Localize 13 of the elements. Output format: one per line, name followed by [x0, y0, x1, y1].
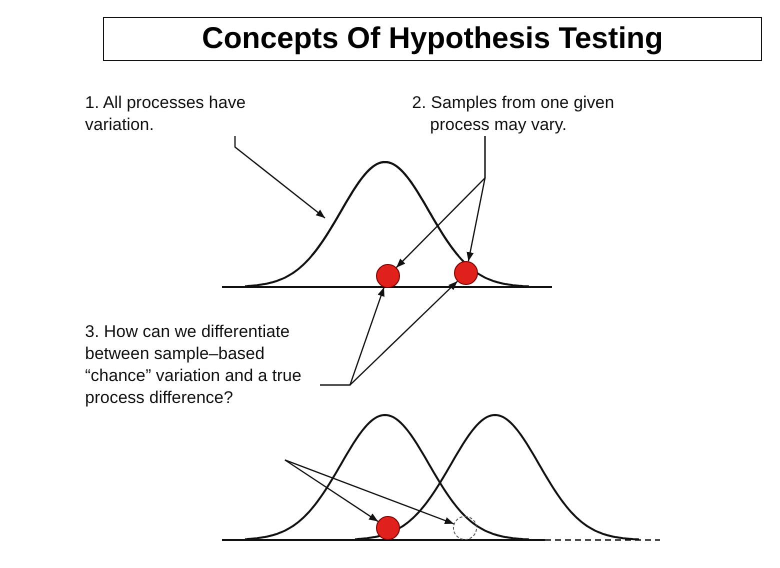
leader-line: [284, 459, 454, 524]
question-text: 3. How can we differentiate between sample–based “chance” variation and a true process difference?: [85, 321, 320, 409]
sample-dot: [454, 261, 478, 285]
leader-line: [284, 459, 378, 522]
sample-outline: [453, 516, 477, 540]
sample-dot: [376, 516, 400, 540]
sample-dot: [376, 264, 400, 288]
note-text: 1. All processes have variation.: [85, 92, 315, 136]
note-text: 2. Samples from one given process may vary.: [412, 92, 645, 136]
leader-line: [234, 136, 326, 219]
leader-line: [320, 280, 458, 386]
title-banner: Concepts Of Hypothesis Testing: [103, 17, 762, 61]
leader-line: [466, 136, 486, 262]
